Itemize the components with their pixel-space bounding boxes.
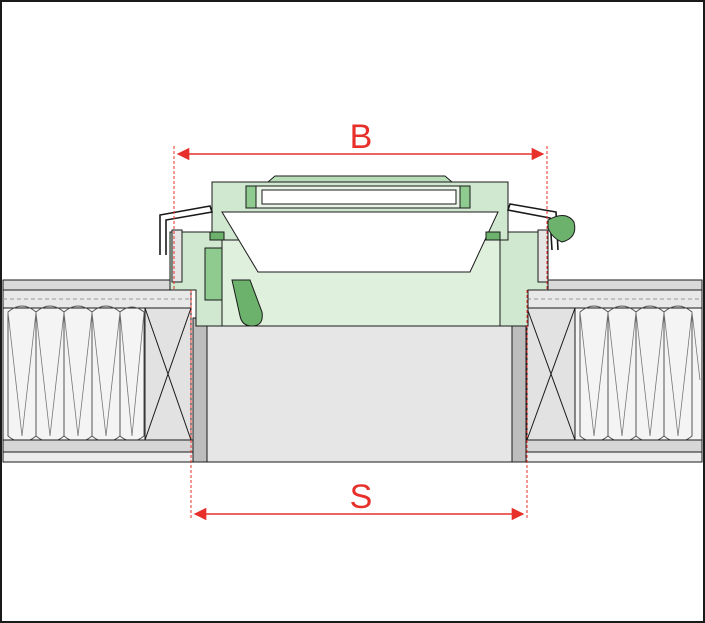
light-shaft (192, 317, 527, 463)
insulation-right (574, 305, 703, 443)
skylight-frame (159, 175, 576, 327)
dimension-b-label: B (350, 118, 373, 156)
dimension-s-label: S (350, 478, 373, 516)
ceiling-layers (2, 439, 703, 463)
dimension-b: B (173, 118, 548, 290)
roof-deck-left (2, 279, 192, 309)
dimension-s: S (190, 290, 528, 521)
timber-curb-right (526, 307, 576, 441)
roof-deck-right (526, 279, 703, 309)
insulation-left (2, 305, 146, 443)
timber-curb-left (144, 307, 192, 441)
